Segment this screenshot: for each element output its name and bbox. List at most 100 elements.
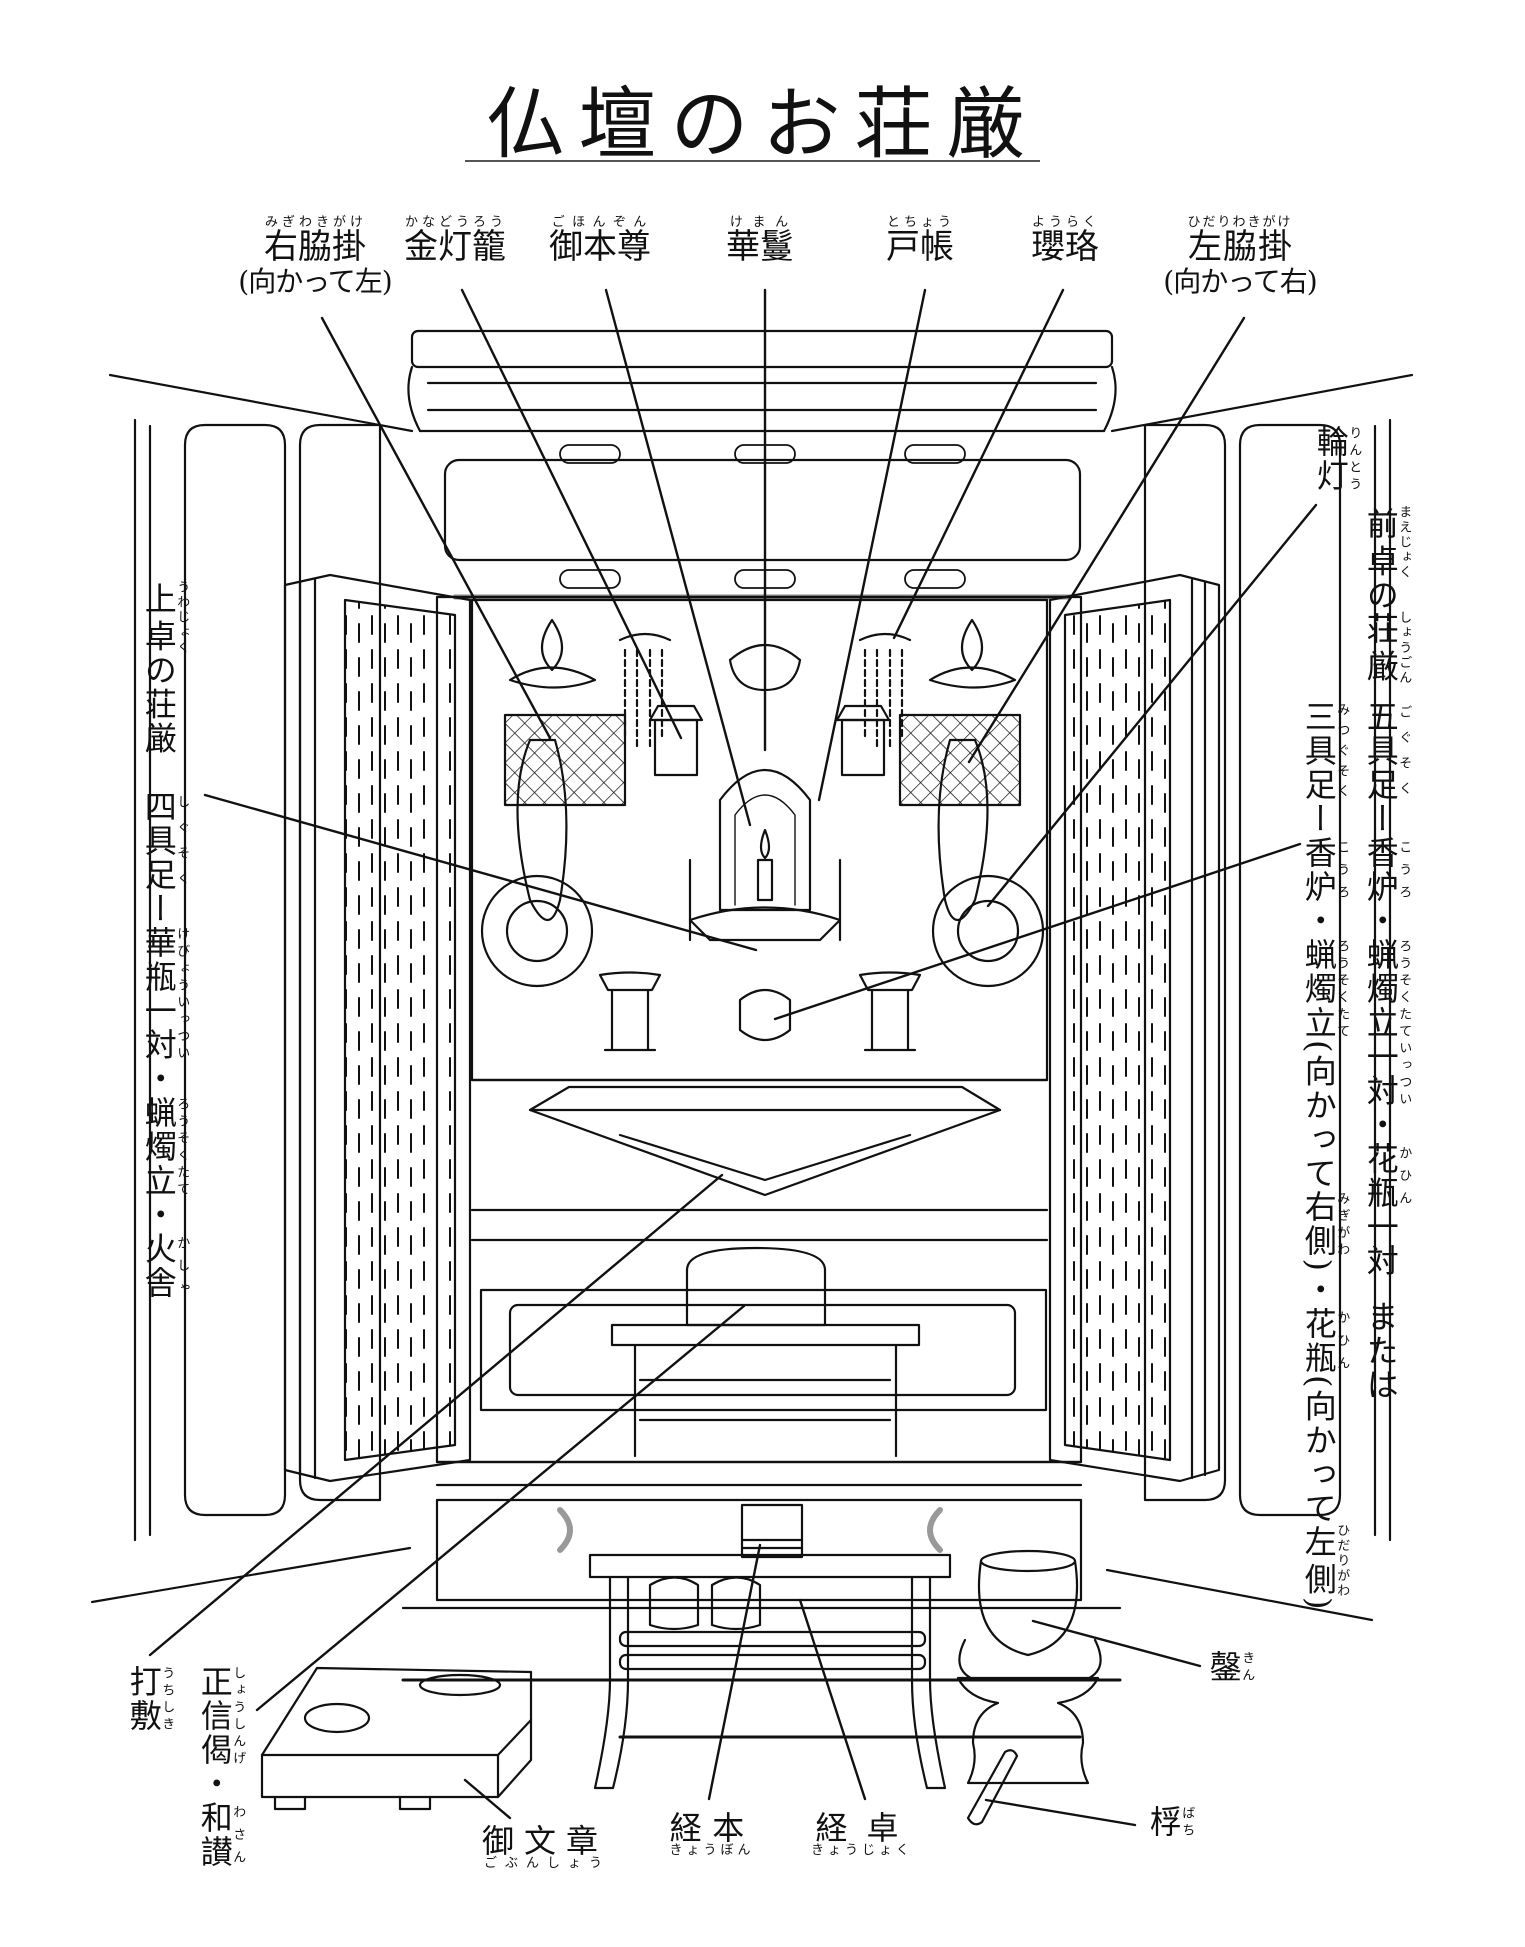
ruby-word: 御本尊ごほんぞん — [549, 215, 651, 267]
kin-bell — [956, 1549, 1102, 1785]
label-word: 左脇掛 — [1187, 227, 1293, 267]
ruby-word: 花瓶かひん — [1362, 1142, 1412, 1210]
ruby-word: 香炉こうろ — [1299, 836, 1350, 904]
label-note: (向かって左) — [238, 265, 392, 298]
label-word: 戸帳 — [886, 227, 954, 267]
label-word: 上卓 — [139, 580, 178, 655]
label-word: 正信偈 — [195, 1665, 234, 1767]
label-word: (向かって — [1299, 1374, 1338, 1526]
label-shigusoku: 四具足しぐそくー華瓶けびょう一対いっつい・蝋燭立ろうそくたて・火舎かしゃ — [139, 790, 190, 1300]
leader-yoraku — [892, 288, 1065, 640]
furigana: かひん — [1396, 1142, 1412, 1210]
yoraku — [618, 632, 912, 752]
furigana: きょうじょく — [810, 1843, 914, 1858]
label-note: (向かって右) — [1163, 265, 1317, 298]
ruby-word: 花瓶かひん — [1300, 1307, 1350, 1375]
leader-kyohon — [707, 1543, 762, 1801]
ruby-word: 華瓶けびょう — [140, 926, 190, 994]
label-word: 瓔珞 — [1031, 227, 1099, 267]
ruby-word: 上卓うわじょく — [139, 580, 190, 655]
keman — [728, 643, 802, 692]
label-migiwakigake: 右脇掛みぎわきがけ(向かって左) — [238, 215, 392, 298]
label-hidariwakigake: 左脇掛ひだりわきがけ (向かって右) — [1163, 215, 1317, 298]
upper-table — [688, 906, 842, 942]
furigana: うちしき — [159, 1665, 175, 1733]
halo — [718, 768, 812, 912]
ruby-word: 華鬘けまん — [726, 215, 794, 267]
label-word: または — [1361, 1300, 1400, 1402]
label-word: ・ — [139, 1062, 178, 1096]
label-word: 左側 — [1299, 1523, 1338, 1599]
upper-altar-items — [598, 858, 922, 1052]
label-bachi: 桴ばち — [1144, 1805, 1195, 1839]
ruby-word: 一対いっつい — [139, 994, 190, 1062]
ruby-word: 和讃わさん — [196, 1801, 246, 1869]
furigana: ばち — [1179, 1805, 1195, 1839]
label-gobunsho: 御文章ごぶんしょう — [482, 1822, 608, 1871]
front-table — [528, 1085, 1002, 1197]
page-title: 仏壇のお荘厳 — [486, 80, 1039, 170]
furigana: けまん — [726, 215, 794, 230]
ranma-panel — [443, 458, 1082, 562]
ruby-word: 香炉こうろ — [1362, 836, 1412, 904]
leader-shigusoku — [203, 793, 758, 952]
furigana: ひだりわきがけ — [1187, 215, 1293, 230]
furigana: ひだりがわ — [1334, 1523, 1350, 1599]
ruby-word: 蝋燭立ろうそくたて — [140, 1096, 190, 1198]
label-kin: 鏧きん — [1204, 1650, 1255, 1684]
label-word: 鏧 — [1204, 1650, 1243, 1684]
label-word: 桴 — [1144, 1805, 1183, 1839]
label-matawa: または — [1361, 1300, 1400, 1402]
small-table — [610, 1323, 921, 1458]
label-gohonzon: 御本尊ごほんぞん — [549, 215, 651, 264]
label-word: 一対 — [1361, 1210, 1400, 1278]
ruby-word: 左側ひだりがわ — [1299, 1523, 1350, 1599]
lower-altar — [610, 1246, 921, 1458]
label-uwajoku-shogon: 上卓うわじょくの荘厳 — [139, 580, 190, 756]
furigana: きょうぼん — [669, 1843, 755, 1858]
label-word: 経卓 — [810, 1809, 914, 1847]
ruby-word: 右脇掛みぎわきがけ — [264, 215, 366, 267]
bachi-stick — [966, 1749, 1019, 1826]
cabinet-crown — [407, 329, 1117, 600]
label-gogusoku: 五具足ごぐそくー香炉こうろ・蝋燭立ろうそくたて一対いっつい・花瓶かひん一対 — [1361, 700, 1412, 1278]
right-side-hanging-scroll — [516, 738, 568, 921]
right-door — [1048, 573, 1221, 1483]
furigana: かしゃ — [174, 1232, 190, 1300]
ruby-word: 鏧きん — [1204, 1650, 1255, 1684]
ruby-word: 御文章ごぶんしょう — [482, 1822, 608, 1871]
leader-gobunsho — [463, 1778, 512, 1820]
label-word: 一対 — [139, 994, 178, 1062]
leader-hidariwakigake — [967, 316, 1246, 764]
furigana: かなどうろう — [404, 215, 506, 230]
ruby-word: 金灯籠かなどうろう — [404, 215, 506, 267]
furigana: しょうしんげ — [230, 1665, 246, 1767]
label-word: 経本 — [669, 1809, 755, 1847]
furigana: ろうそくたて — [1396, 938, 1412, 1040]
furigana: いっつい — [1396, 1040, 1412, 1108]
furigana: とちょう — [886, 215, 954, 230]
leader-rintou — [986, 503, 1318, 908]
label-word: の — [1361, 578, 1400, 613]
label-word: 右側 — [1299, 1190, 1338, 1259]
furigana: みぎがわ — [1334, 1190, 1350, 1259]
label-word: ・ — [1299, 904, 1338, 938]
leader-kyojoku — [798, 1598, 867, 1801]
incense-burner — [738, 988, 792, 1042]
ruby-word: 荘厳しょうごん — [1362, 611, 1412, 686]
label-rintou: 輪灯りんとう — [1312, 425, 1362, 493]
furigana: うわじょく — [174, 580, 190, 655]
furigana: しぐそく — [174, 790, 190, 892]
label-word: 荘厳 — [139, 687, 178, 756]
label-word: 火舎 — [139, 1232, 178, 1300]
leader-tocho — [817, 288, 927, 802]
furigana: みつぐそく — [1334, 700, 1350, 802]
label-word: 三具足 — [1299, 700, 1338, 802]
label-kyojoku: 経卓きょうじょく — [810, 1809, 914, 1858]
label-word: 香炉 — [1299, 836, 1338, 904]
ruby-word: 打敷うちしき — [125, 1665, 175, 1733]
left-wall-panel — [183, 423, 287, 1517]
inner-shrine — [470, 598, 1049, 1082]
furigana: みぎわきがけ — [263, 215, 366, 230]
sutra-desk — [588, 1553, 952, 1790]
